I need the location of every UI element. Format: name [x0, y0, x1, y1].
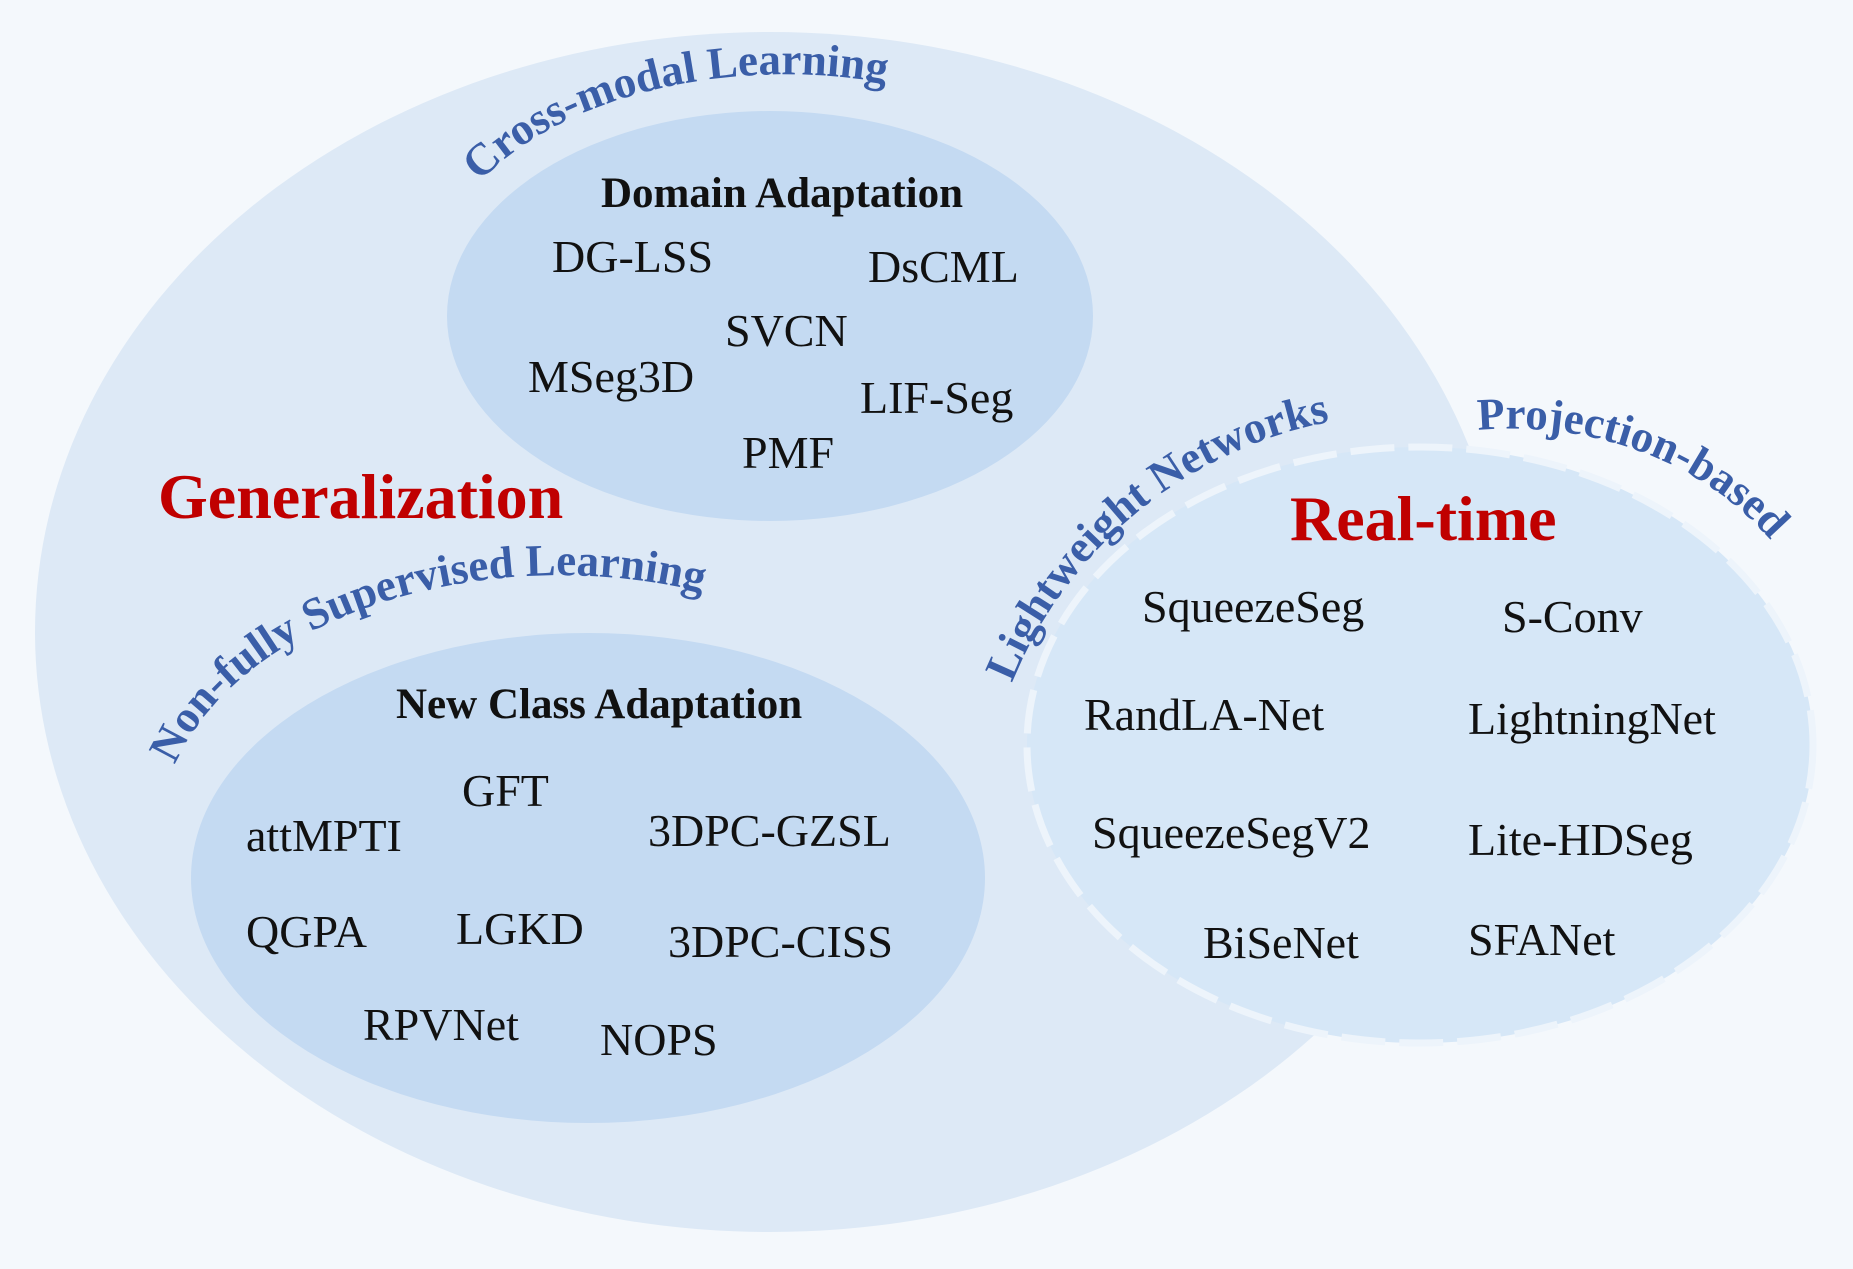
- method-dg-lss: DG-LSS: [552, 231, 713, 282]
- realtime-region: [1027, 447, 1813, 1043]
- method-lgkd: LGKD: [456, 903, 584, 954]
- method-squeezeseg: SqueezeSeg: [1142, 581, 1364, 632]
- realtime-title: Real-time: [1290, 483, 1557, 554]
- method-3dpc-gzsl: 3DPC-GZSL: [648, 805, 891, 856]
- method-gft: GFT: [462, 765, 549, 816]
- method-attmpti: attMPTI: [246, 810, 402, 861]
- domain-adaptation-title: Domain Adaptation: [601, 170, 963, 217]
- method-mseg3d: MSeg3D: [528, 351, 694, 402]
- method-s-conv: S-Conv: [1502, 591, 1643, 642]
- method-bisenet: BiSeNet: [1203, 917, 1359, 968]
- method-lif-seg: LIF-Seg: [860, 372, 1013, 423]
- method-dscml: DsCML: [868, 241, 1019, 292]
- method-pmf: PMF: [742, 427, 834, 478]
- method-rpvnet: RPVNet: [363, 999, 519, 1050]
- method-lite-hdseg: Lite-HDSeg: [1468, 814, 1693, 865]
- realtime-region-border: [1023, 443, 1817, 1047]
- method-3dpc-ciss: 3DPC-CISS: [668, 916, 893, 967]
- method-squeezesegv2: SqueezeSegV2: [1092, 807, 1370, 858]
- method-sfanet: SFANet: [1468, 914, 1616, 965]
- method-lightningnet: LightningNet: [1468, 693, 1716, 744]
- method-randla-net: RandLA-Net: [1084, 689, 1324, 740]
- new-class-adaptation-region: [191, 633, 985, 1123]
- method-svcn: SVCN: [725, 305, 848, 356]
- domain-adaptation-region: [447, 111, 1093, 521]
- method-nops: NOPS: [600, 1014, 718, 1065]
- generalization-title: Generalization: [158, 461, 563, 532]
- method-qgpa: QGPA: [246, 906, 367, 957]
- new-class-adaptation-title: New Class Adaptation: [396, 681, 802, 728]
